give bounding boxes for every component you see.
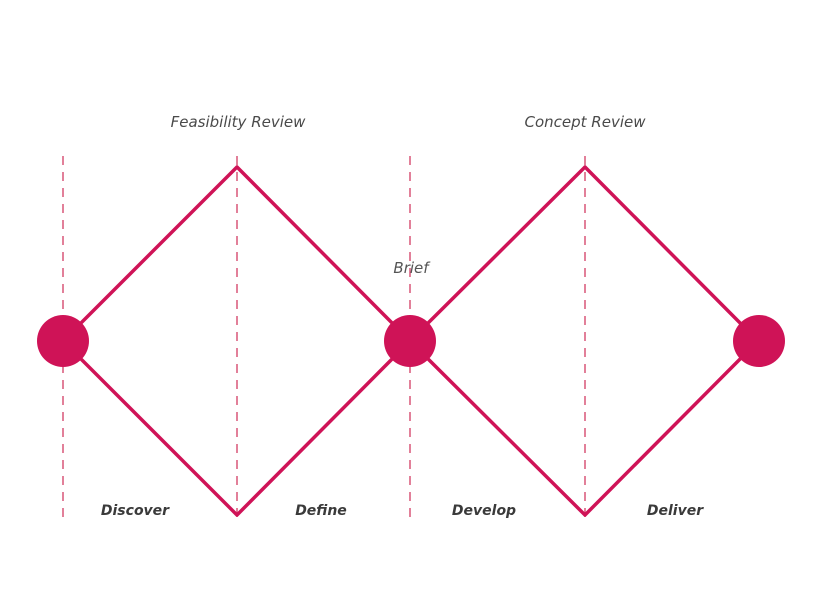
second-diamond [408, 165, 760, 517]
end-node [733, 315, 785, 367]
phase-label-define: Define [295, 503, 347, 519]
concept-review-label: Concept Review [525, 113, 647, 131]
phase-label-discover: Discover [101, 503, 170, 519]
phase-label-deliver: Deliver [647, 503, 704, 519]
start-node [37, 315, 89, 367]
brief-node [384, 315, 436, 367]
phase-label-develop: Develop [452, 503, 516, 519]
brief-label: Brief [393, 259, 431, 277]
feasibility-review-label: Feasibility Review [171, 113, 307, 131]
